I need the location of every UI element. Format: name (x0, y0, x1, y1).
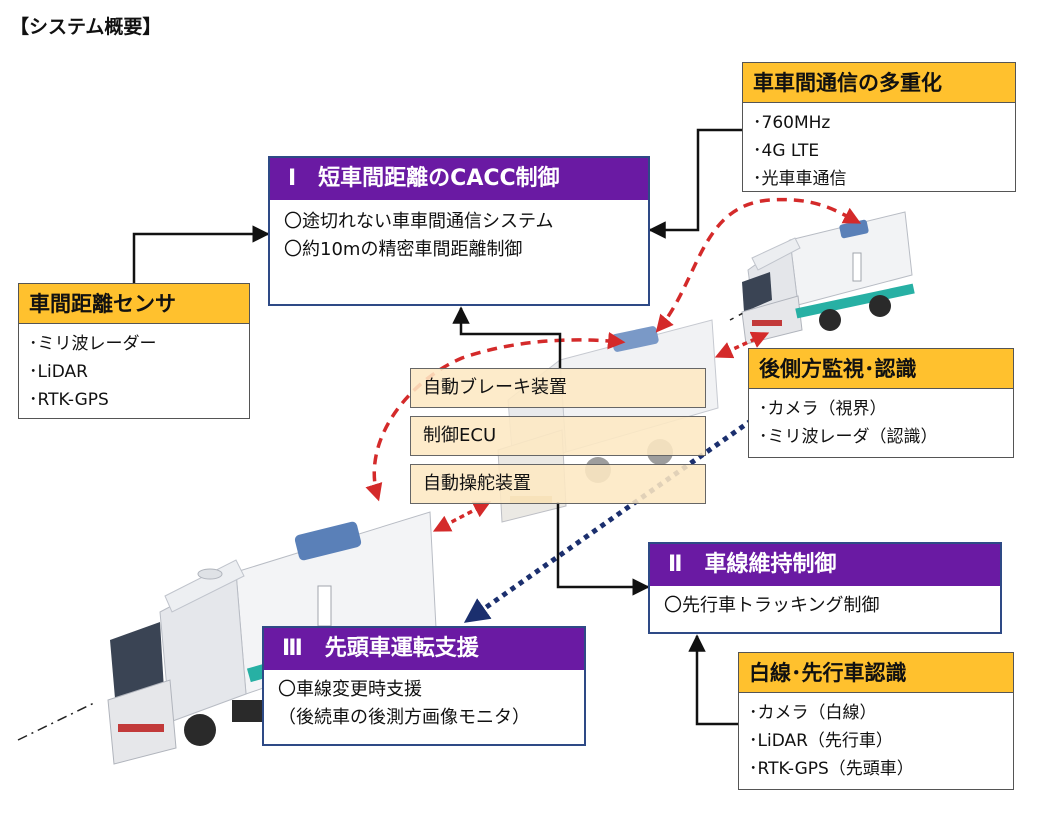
connector-comm-to-cacc (648, 128, 742, 239)
monitor-arrow (463, 417, 754, 623)
cacc-item: 〇途切れない車車間通信システム (284, 211, 554, 232)
page-title: 【システム概要】 (10, 16, 162, 38)
connector-devices-to-lane (556, 502, 650, 596)
sensor-panel: 車間距離センサ ･ミリ波レーダー ･LiDAR ･RTK-GPS (18, 283, 250, 419)
lead-panel: Ⅲ 先頭車運転支援 〇車線変更時支援 （後続車の後測方画像モニタ） (262, 626, 586, 746)
device-steering: 自動操舵装置 (410, 464, 706, 504)
comm-item: ･760MHz (753, 113, 831, 133)
lane-panel: Ⅱ 車線維持制御 〇先行車トラッキング制御 (648, 542, 1002, 634)
lane-header: Ⅱ 車線維持制御 (650, 544, 1000, 586)
lane-item: 〇先行車トラッキング制御 (664, 595, 880, 616)
distance-arrow-front (432, 501, 492, 532)
cacc-header: Ⅰ 短車間距離のCACC制御 (270, 158, 648, 200)
cacc-panel: Ⅰ 短車間距離のCACC制御 〇途切れない車車間通信システム 〇約10mの精密車… (268, 156, 650, 306)
white-item: ･カメラ（白線） (749, 703, 877, 723)
connector-sensor-to-cacc (132, 225, 270, 283)
device-ecu: 制御ECU (410, 416, 706, 456)
sensor-header: 車間距離センサ (19, 284, 249, 324)
sensor-item: ･LiDAR (29, 362, 88, 382)
sensor-item: ･ミリ波レーダー (29, 334, 157, 354)
white-item: ･RTK-GPS（先頭車） (749, 759, 914, 779)
v2v-arc-lower (365, 331, 626, 502)
comm-item: ･光車車通信 (753, 169, 847, 189)
sensor-item: ･RTK-GPS (29, 390, 109, 410)
connector-devices-to-cacc (452, 306, 562, 368)
lead-item: （後続車の後測方画像モニタ） (278, 707, 530, 728)
white-item: ･LiDAR（先行車） (749, 731, 893, 751)
device-brake: 自動ブレーキ装置 (410, 368, 706, 408)
rear-panel: 後側方監視･認識 ･カメラ（視界） ･ミリ波レーダ（認識） (748, 348, 1014, 458)
rear-header: 後側方監視･認識 (749, 349, 1013, 389)
cacc-item: 〇約10mの精密車間距離制御 (284, 239, 523, 260)
comm-item: ･4G LTE (753, 141, 820, 161)
white-header: 白線･先行車認識 (739, 653, 1013, 693)
comm-panel: 車車間通信の多重化 ･760MHz ･4G LTE ･光車車通信 (742, 62, 1016, 192)
lead-item: 〇車線変更時支援 (278, 679, 422, 700)
lead-header: Ⅲ 先頭車運転支援 (264, 628, 584, 670)
truck-rear-icon (741, 211, 915, 345)
v2v-arc-upper (655, 197, 862, 333)
rear-item: ･カメラ（視界） (759, 399, 887, 419)
connector-white-to-lane (688, 634, 738, 726)
comm-header: 車車間通信の多重化 (743, 63, 1015, 103)
rear-item: ･ミリ波レーダ（認識） (759, 427, 938, 447)
road-line (17, 701, 97, 741)
white-panel: 白線･先行車認識 ･カメラ（白線） ･LiDAR（先行車） ･RTK-GPS（先… (738, 652, 1014, 790)
